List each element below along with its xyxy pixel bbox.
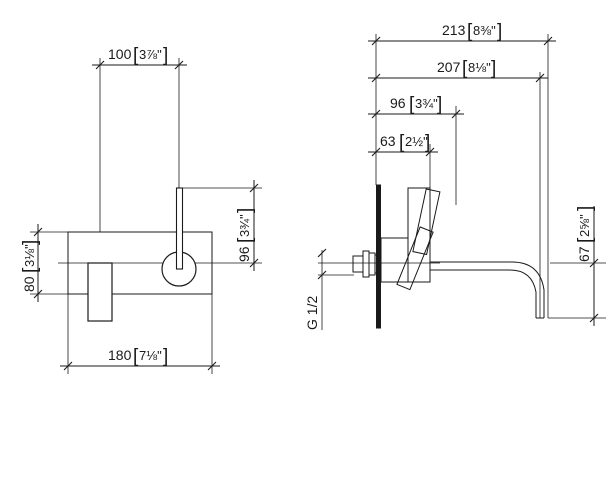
- side-view: G 1/2 213 [ 8⅜" ] 207 [ 8⅛" ] 96 [ 3¾" ]: [304, 21, 606, 330]
- dim-front-width-inch: 7⅛": [139, 348, 162, 363]
- dim-side-drop-inch: 2⅝": [577, 214, 592, 237]
- dim-side-lever-inch: 3¾": [415, 96, 438, 111]
- dim-side-total-inch: 8⅜": [473, 23, 496, 38]
- svg-text:[: [: [462, 58, 468, 79]
- side-lever-alt: [396, 226, 434, 291]
- dim-side-total-mm: 213: [442, 22, 466, 38]
- side-lever: [412, 188, 441, 256]
- side-spout-bottom: [430, 269, 537, 318]
- svg-text:[: [: [235, 237, 256, 243]
- dim-front-offset-inch: 3⅞": [139, 47, 162, 62]
- svg-text:[: [: [133, 45, 139, 66]
- thread-size-label: G 1/2: [304, 296, 320, 330]
- svg-text:]: ]: [235, 208, 256, 213]
- dim-side-body-inch: 2½": [405, 134, 428, 149]
- svg-text:[: [: [409, 94, 415, 115]
- dim-front-height-mm: 80: [21, 276, 37, 292]
- svg-text:]: ]: [491, 58, 496, 79]
- side-connector: [352, 255, 364, 273]
- svg-text:]: ]: [497, 21, 502, 42]
- dim-side-spout-mm: 207: [437, 59, 461, 75]
- svg-text:[: [: [399, 132, 405, 153]
- side-wall-plate: [376, 184, 381, 329]
- dim-front-width-mm: 180: [108, 347, 132, 363]
- side-housing: [407, 187, 431, 283]
- front-lever: [175, 187, 184, 270]
- svg-text:]: ]: [20, 240, 41, 245]
- svg-text:]: ]: [425, 132, 430, 153]
- dim-side-spout-inch: 8⅛": [468, 60, 491, 75]
- dim-front-lever-mm: 96: [236, 246, 252, 262]
- dim-side-drop-mm: 67: [576, 246, 592, 262]
- svg-text:]: ]: [575, 206, 596, 211]
- svg-text:]: ]: [437, 94, 442, 115]
- svg-text:]: ]: [163, 346, 168, 367]
- svg-text:]: ]: [163, 45, 168, 66]
- side-body: [380, 237, 409, 283]
- dim-front-height-inch: 3⅛": [22, 244, 37, 267]
- front-spout: [87, 262, 113, 322]
- svg-text:[: [: [20, 267, 41, 273]
- svg-text:[: [: [133, 346, 139, 367]
- svg-text:[: [: [467, 21, 473, 42]
- svg-text:[: [: [575, 237, 596, 243]
- dim-side-body-mm: 63: [380, 133, 396, 149]
- front-view: 100 [ 3⅞" ] 180 [ 7⅛" ] 80 [ 3⅛" ]: [20, 45, 262, 374]
- dim-front-offset-mm: 100: [108, 46, 132, 62]
- dim-front-lever-inch: 3¾": [237, 214, 252, 237]
- side-spout-top: [430, 261, 545, 318]
- dim-side-lever-mm: 96: [390, 95, 406, 111]
- front-plate: [67, 231, 213, 295]
